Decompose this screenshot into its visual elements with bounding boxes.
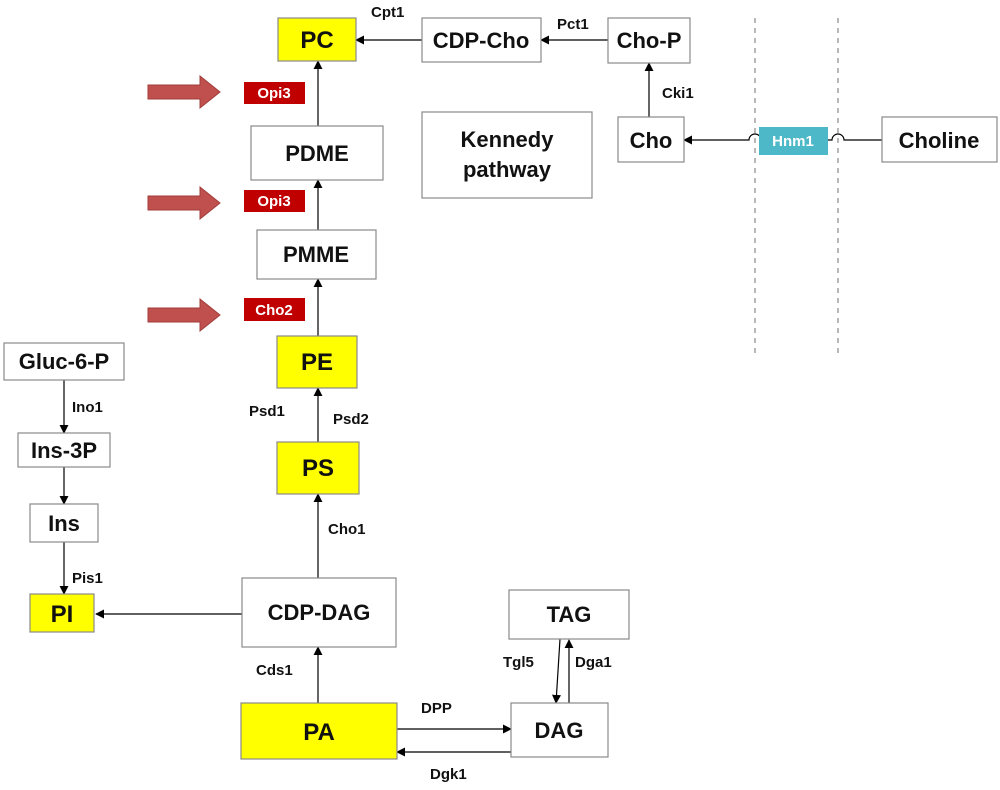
- enzyme-hnm1-label: Hnm1: [772, 133, 814, 150]
- kennedy-label-line1: Kennedy: [461, 127, 555, 152]
- edge-tag-dag: [552, 638, 561, 704]
- enzyme-badge-opi3-mid: Opi3: [244, 190, 305, 212]
- node-tag-label: TAG: [547, 602, 592, 627]
- edge-label-cho1: Cho1: [328, 521, 366, 538]
- edge-label-pct1: Pct1: [557, 16, 589, 33]
- node-ps-label: PS: [302, 455, 334, 482]
- node-pi: PI: [29, 593, 95, 633]
- edge-label-ino1: Ino1: [72, 399, 103, 416]
- edge-label-tgl5: Tgl5: [503, 654, 534, 671]
- edge-label-dpp: DPP: [421, 700, 452, 717]
- enzyme-badge-opi3-top: Opi3: [244, 82, 305, 104]
- node-gluc-6-p: Gluc-6-P: [3, 342, 125, 381]
- node-ins-3p: Ins-3P: [17, 432, 111, 468]
- block-arrow-3: [147, 297, 221, 333]
- node-pc: PC: [277, 17, 357, 62]
- node-choline-label: Choline: [899, 128, 980, 153]
- node-cdp-dag: CDP-DAG: [241, 577, 397, 648]
- node-pdme-label: PDME: [285, 141, 349, 166]
- node-ins: Ins: [29, 503, 99, 543]
- block-arrow-1: [147, 74, 221, 110]
- node-tag: TAG: [508, 589, 630, 640]
- edge-label-dga1: Dga1: [575, 654, 612, 671]
- enzyme-badge-cho2: Cho2: [244, 298, 305, 321]
- node-pe: PE: [276, 335, 358, 389]
- enzyme-opi3-top-label: Opi3: [257, 85, 290, 102]
- kennedy-label-line2: pathway: [463, 157, 552, 182]
- edge-label-cki1: Cki1: [662, 85, 694, 102]
- node-pc-label: PC: [300, 27, 333, 54]
- edge-label-pis1: Pis1: [72, 570, 103, 587]
- node-pmme: PMME: [256, 229, 377, 280]
- node-cdp-cho: CDP-Cho: [421, 17, 542, 63]
- enzyme-cho2-label: Cho2: [255, 302, 293, 319]
- edge-label-psd1: Psd1: [249, 403, 285, 420]
- node-ins-label: Ins: [48, 511, 80, 536]
- node-ps: PS: [276, 441, 360, 495]
- edge-label-psd2: Psd2: [333, 411, 369, 428]
- node-cho-label: Cho: [630, 128, 673, 153]
- enzyme-badge-hnm1: Hnm1: [759, 127, 828, 155]
- node-cdp-dag-label: CDP-DAG: [268, 600, 371, 625]
- node-kennedy-pathway: Kennedy pathway: [421, 111, 593, 199]
- node-cho-p-label: Cho-P: [617, 28, 682, 53]
- node-pi-label: PI: [51, 601, 74, 628]
- edge-label-cpt1: Cpt1: [371, 4, 404, 21]
- node-pmme-label: PMME: [283, 242, 349, 267]
- node-pe-label: PE: [301, 349, 333, 376]
- node-pdme: PDME: [250, 125, 384, 181]
- node-dag-label: DAG: [535, 718, 584, 743]
- node-gluc-6-p-label: Gluc-6-P: [19, 349, 109, 374]
- node-dag: DAG: [510, 702, 609, 758]
- node-pa: PA: [240, 702, 398, 760]
- node-cdp-cho-label: CDP-Cho: [433, 28, 530, 53]
- node-choline: Choline: [881, 116, 998, 163]
- block-arrow-2: [147, 185, 221, 221]
- node-ins-3p-label: Ins-3P: [31, 438, 97, 463]
- enzyme-opi3-mid-label: Opi3: [257, 193, 290, 210]
- edges: [59, 35, 882, 757]
- edge-label-dgk1: Dgk1: [430, 766, 467, 783]
- node-cho: Cho: [617, 116, 685, 163]
- node-pa-label: PA: [303, 719, 335, 746]
- edge-label-cds1: Cds1: [256, 662, 293, 679]
- node-cho-p: Cho-P: [607, 17, 691, 64]
